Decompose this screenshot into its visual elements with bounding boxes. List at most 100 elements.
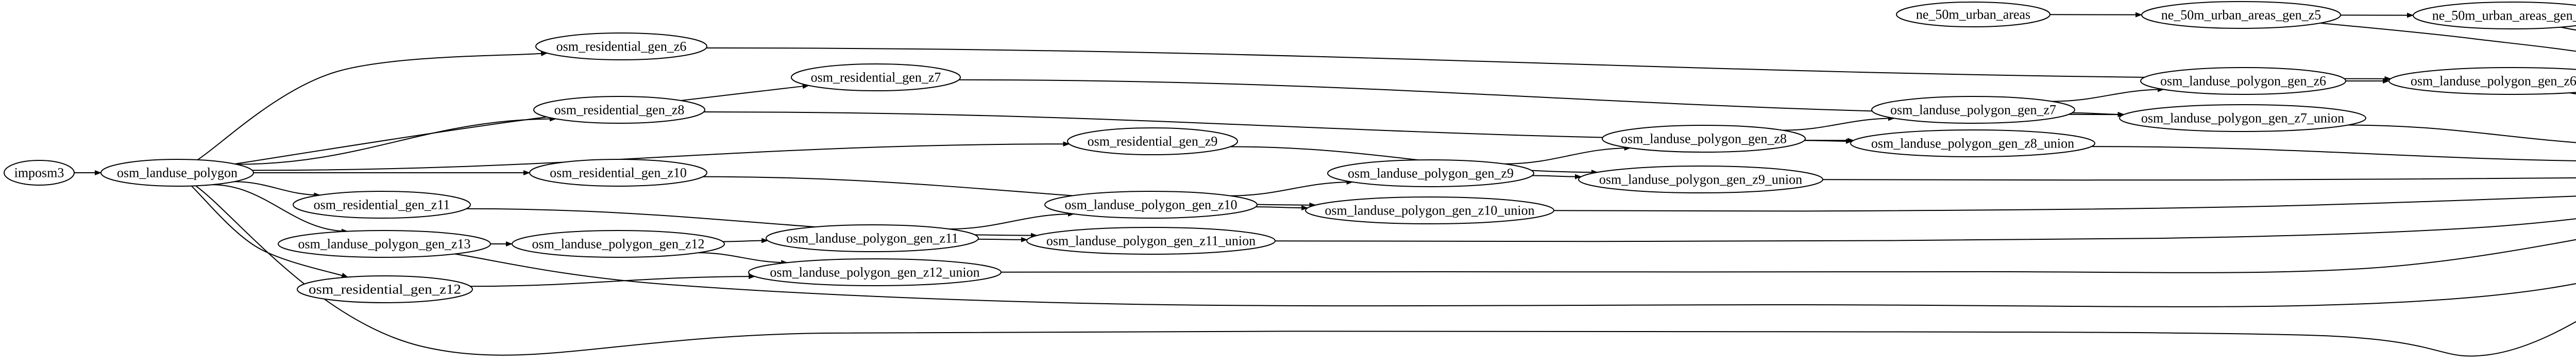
node-label-osm_landuse_polygon_gen_z10: osm_landuse_polygon_gen_z10 [1064,198,1237,212]
node-label-osm_landuse_polygon_gen_z7_union: osm_landuse_polygon_gen_z7_union [2141,111,2344,126]
edge-osm_landuse_polygon_gen_z13-to-layer_landuse-z13 [454,253,2576,307]
edge-osm_landuse_polygon_gen_z12-to-osm_landuse_polygon_gen_z12_union [698,252,788,266]
node-label-osm_landuse_polygon_gen_z12: osm_landuse_polygon_gen_z12 [532,237,704,252]
nodes-layer: imposm3 osm_landuse_polygon osm_residentia… [4,1,2576,303]
node-ellipse-osm_residential_gen_z12 [297,275,473,303]
edge-osm_landuse_polygon_gen_z12_union-to-layer_landuse-z12 [1001,239,2576,273]
node-ellipse-osm_residential_gen_z9 [1067,127,1238,155]
node-label-osm_landuse_polygon: osm_landuse_polygon [117,166,238,180]
edge-osm_landuse_polygon_gen_z10_union-to-layer_landuse-z10 [1553,195,2576,212]
edge-osm_landuse_polygon_gen_z11_union-to-layer_landuse-z11 [1275,218,2576,242]
node-osm_landuse_polygon_gen_z9: osm_landuse_polygon_gen_z9 [1327,159,1534,187]
node-ellipse-imposm3 [4,160,75,186]
node-label-osm_residential_gen_z6: osm_residential_gen_z6 [556,39,687,54]
node-osm_residential_gen_z8: osm_residential_gen_z8 [533,96,705,124]
node-osm_landuse_polygon_gen_z11: osm_landuse_polygon_gen_z11 [766,224,979,252]
node-osm_residential_gen_z11: osm_residential_gen_z11 [293,191,471,219]
node-label-osm_residential_gen_z8: osm_residential_gen_z8 [554,103,685,118]
edge-osm_residential_gen_z6-to-osm_landuse_polygon_gen_z6_union [706,47,2392,81]
edge-osm_landuse_polygon_gen_z9-to-osm_landuse_polygon_gen_z9_union [1532,174,1582,179]
node-ellipse-osm_landuse_polygon_gen_z11_union [1026,227,1276,255]
edge-osm_landuse_polygon-to-layer_landuse-z14+ [195,185,2576,357]
node-osm_landuse_polygon_gen_z9_union: osm_landuse_polygon_gen_z9_union [1578,166,1823,193]
edge-osm_landuse_polygon-to-osm_residential_gen_z6 [197,51,548,160]
node-label-ne_50m_urban_areas: ne_50m_urban_areas [1916,7,2030,22]
edge-osm_landuse_polygon-to-osm_residential_gen_z11 [234,181,321,198]
edge-osm_landuse_polygon-to-osm_residential_gen_z9 [252,141,1070,171]
edge-osm_landuse_polygon_gen_z10-to-osm_landuse_polygon_gen_z9 [1230,179,1353,196]
node-ellipse-osm_landuse_polygon_gen_z7_union [2119,104,2366,132]
node-label-osm_landuse_polygon_gen_z9_union: osm_landuse_polygon_gen_z9_union [1599,172,1802,187]
node-ellipse-osm_landuse_polygon_gen_z13 [278,230,491,258]
node-osm_landuse_polygon_gen_z12_union: osm_landuse_polygon_gen_z12_union [748,258,1002,286]
node-ellipse-ne_50m_urban_areas_gen_z4 [2413,2,2576,29]
node-ellipse-osm_residential_gen_z11 [293,191,471,219]
node-label-osm_landuse_polygon_gen_z8: osm_landuse_polygon_gen_z8 [1621,131,1787,146]
node-osm_landuse_polygon_gen_z8: osm_landuse_polygon_gen_z8 [1602,125,1806,153]
node-label-osm_residential_gen_z11: osm_residential_gen_z11 [314,198,450,212]
node-osm_residential_gen_z7: osm_residential_gen_z7 [791,63,961,91]
node-label-imposm3: imposm3 [14,166,64,180]
node-ellipse-ne_50m_urban_areas_gen_z5 [2141,1,2341,29]
node-osm_landuse_polygon: osm_landuse_polygon [100,159,254,187]
node-label-osm_landuse_polygon_gen_z9: osm_landuse_polygon_gen_z9 [1348,166,1514,181]
node-ellipse-osm_landuse_polygon [100,159,254,187]
node-osm_landuse_polygon_gen_z13: osm_landuse_polygon_gen_z13 [278,230,491,258]
edge-osm_landuse_polygon-to-osm_residential_gen_z12 [191,185,349,278]
node-osm_landuse_polygon_gen_z8_union: osm_landuse_polygon_gen_z8_union [1850,129,2095,157]
node-ellipse-osm_landuse_polygon_gen_z9 [1327,159,1534,187]
node-label-ne_50m_urban_areas_gen_z4: ne_50m_urban_areas_gen_z4 [2432,8,2576,23]
node-ne_50m_urban_areas_gen_z4: ne_50m_urban_areas_gen_z4 [2413,2,2576,29]
node-osm_landuse_polygon_gen_z6: osm_landuse_polygon_gen_z6 [2140,67,2346,95]
node-imposm3: imposm3 [4,160,75,186]
edge-osm_residential_gen_z9-to-osm_landuse_polygon_gen_z9_union [1230,146,1598,175]
edge-osm_landuse_polygon_gen_z10-to-osm_landuse_polygon_gen_z10_union [1256,205,1309,211]
edge-osm_landuse_polygon-to-osm_residential_gen_z8 [236,116,557,165]
edge-ne_50m_urban_areas_gen_z5-to-layer_landuse-z5 [2320,22,2576,52]
edge-osm_residential_gen_z12-to-osm_landuse_polygon_gen_z12_union [470,274,756,287]
node-osm_residential_gen_z12: osm_residential_gen_z12 [297,275,473,303]
node-osm_landuse_polygon_gen_z10: osm_landuse_polygon_gen_z10 [1044,191,1258,219]
node-ellipse-osm_landuse_polygon_gen_z12_union [748,258,1002,286]
node-osm_landuse_polygon_gen_z12: osm_landuse_polygon_gen_z12 [512,230,725,258]
node-ellipse-osm_landuse_polygon_gen_z10_union [1305,196,1554,224]
edge-osm_landuse_polygon_gen_z8_union-to-layer_landuse-z8 [2091,146,2576,161]
node-osm_residential_gen_z6: osm_residential_gen_z6 [535,32,707,60]
node-osm_landuse_polygon_gen_z7: osm_landuse_polygon_gen_z7 [1871,96,2075,124]
node-osm_landuse_polygon_gen_z6_union: osm_landuse_polygon_gen_z6_union [2388,67,2576,95]
node-ellipse-osm_residential_gen_z8 [533,96,705,124]
node-ellipse-osm_landuse_polygon_gen_z7 [1871,96,2075,124]
edges-layer [74,12,2576,357]
node-ellipse-osm_residential_gen_z6 [535,32,707,60]
edge-osm_landuse_polygon_gen_z6_union-to-layer_landuse-z6 [2569,92,2576,95]
node-ne_50m_urban_areas_gen_z5: ne_50m_urban_areas_gen_z5 [2141,1,2341,29]
node-label-osm_landuse_polygon_gen_z6: osm_landuse_polygon_gen_z6 [2160,74,2326,89]
edge-osm_landuse_polygon_gen_z7-to-osm_landuse_polygon_gen_z6 [2052,87,2164,102]
node-ellipse-osm_landuse_polygon_gen_z12 [512,230,725,258]
node-label-osm_residential_gen_z10: osm_residential_gen_z10 [550,166,687,180]
node-label-osm_landuse_polygon_gen_z10_union: osm_landuse_polygon_gen_z10_union [1325,203,1534,218]
node-label-osm_residential_gen_z9: osm_residential_gen_z9 [1088,134,1218,149]
node-label-osm_landuse_polygon_gen_z13: osm_landuse_polygon_gen_z13 [298,237,470,252]
node-label-osm_landuse_polygon_gen_z7: osm_landuse_polygon_gen_z7 [1890,103,2056,118]
edge-osm_landuse_polygon-to-osm_residential_gen_z7 [234,84,809,164]
node-ellipse-osm_landuse_polygon_gen_z9_union [1578,166,1823,193]
node-ellipse-osm_landuse_polygon_gen_z11 [766,224,979,252]
edge-osm_landuse_polygon_gen_z11-to-osm_landuse_polygon_gen_z10 [949,211,1075,230]
node-osm_landuse_polygon_gen_z7_union: osm_landuse_polygon_gen_z7_union [2119,104,2366,132]
node-label-osm_landuse_polygon_gen_z8_union: osm_landuse_polygon_gen_z8_union [1871,136,2074,151]
edge-osm_landuse_polygon_gen_z11-to-osm_landuse_polygon_gen_z11_union [978,237,1028,242]
node-osm_residential_gen_z9: osm_residential_gen_z9 [1067,127,1238,155]
edge-osm_landuse_polygon-to-osm_landuse_polygon_gen_z13 [212,184,348,234]
node-label-osm_residential_gen_z7: osm_residential_gen_z7 [811,70,941,85]
node-label-osm_landuse_polygon_gen_z6_union: osm_landuse_polygon_gen_z6_union [2411,74,2576,89]
node-ellipse-osm_landuse_polygon_gen_z6 [2140,67,2346,95]
node-ellipse-osm_residential_gen_z7 [791,63,961,91]
node-ellipse-osm_landuse_polygon_gen_z8 [1602,125,1806,153]
edge-osm_landuse_polygon_gen_z12-to-osm_landuse_polygon_gen_z11 [722,238,769,243]
node-ellipse-osm_landuse_polygon_gen_z6_union [2388,67,2576,95]
edge-osm_landuse_polygon_gen_z8-to-osm_landuse_polygon_gen_z7 [1782,116,1895,131]
node-ne_50m_urban_areas: ne_50m_urban_areas [1896,2,2050,27]
